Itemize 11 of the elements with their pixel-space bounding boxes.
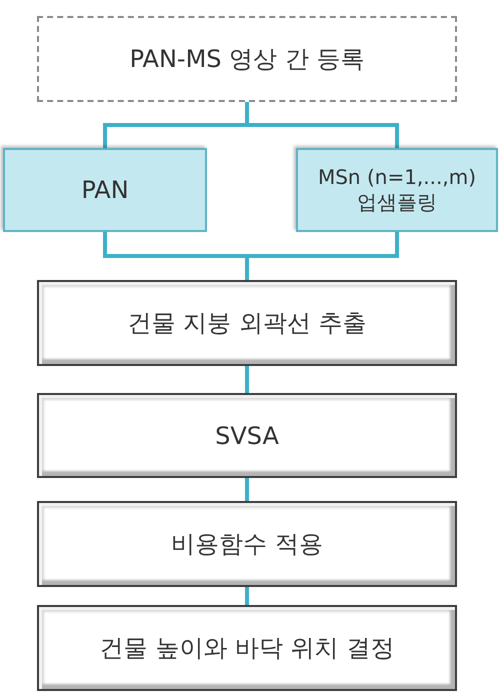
connector-line (245, 232, 399, 280)
connector-line (245, 478, 249, 501)
process-box: 비용함수 적용 (37, 501, 457, 587)
process-box: 건물 지붕 외곽선 추출 (37, 280, 457, 366)
connector-line (245, 587, 249, 605)
process-box: PAN (3, 148, 207, 232)
connector-line (245, 366, 249, 393)
process-box: MSn (n=1,...,m) 업샘플링 (296, 148, 498, 232)
dashed-box: PAN-MS 영상 간 등록 (37, 16, 457, 102)
process-box: SVSA (37, 393, 457, 478)
process-box: 건물 높이와 바닥 위치 결정 (37, 605, 457, 691)
